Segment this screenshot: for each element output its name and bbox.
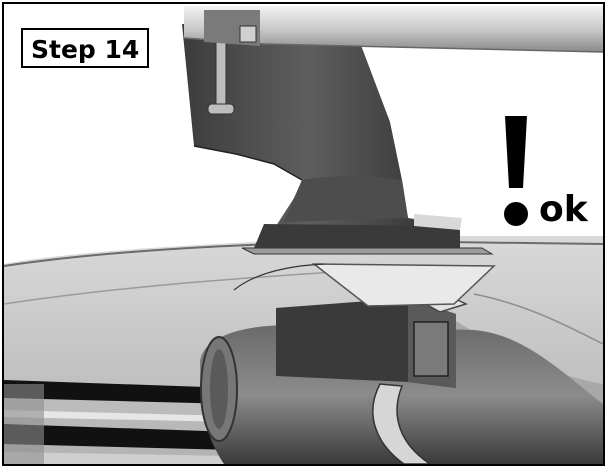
step-label: Step 14 bbox=[21, 28, 150, 68]
rack-foot bbox=[182, 24, 462, 248]
cross-bar bbox=[183, 6, 603, 53]
mounting-strap bbox=[372, 383, 432, 464]
instruction-frame: Step 14 ok bbox=[2, 2, 605, 466]
door-seal bbox=[4, 380, 234, 464]
exclamation-icon bbox=[504, 116, 528, 226]
mounting-plate bbox=[233, 247, 496, 307]
ok-text: ok bbox=[539, 189, 588, 230]
roof-rack-illustration bbox=[4, 6, 603, 464]
